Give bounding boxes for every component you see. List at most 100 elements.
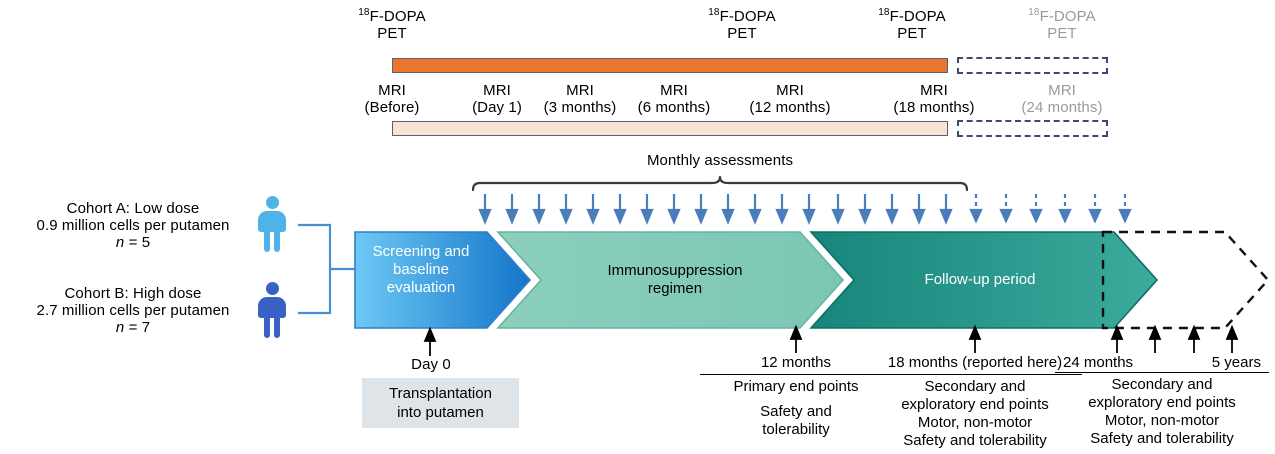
mri-label-day1: MRI (Day 1): [447, 82, 547, 116]
mri-sub-3m: (3 months): [543, 99, 617, 116]
cohort-a-line1: Cohort A: Low dose: [66, 200, 200, 217]
mri-sub-6m: (6 months): [637, 99, 711, 116]
mri-sub-day1: (Day 1): [472, 99, 522, 116]
endpoint-final-line4: Safety and tolerability: [1090, 430, 1234, 447]
endpoint-arrow-24m-b: [1148, 324, 1162, 353]
endpoint-12-months-line1: Primary end points: [733, 378, 859, 395]
phase-screening-line3: evaluation: [386, 279, 456, 296]
pet-study-bar: [392, 58, 948, 73]
phase-extension-chevron-dashed: [1101, 230, 1270, 330]
endpoint-12-months-line3: tolerability: [762, 421, 830, 438]
endpoint-18-months-line4: Safety and tolerability: [903, 432, 1047, 449]
mri-extension-bar-dashed: [957, 120, 1108, 137]
mri-title-6m: MRI: [660, 82, 688, 99]
day-zero-label: Day 0: [411, 356, 451, 373]
monthly-assessments-label: Monthly assessments: [646, 152, 794, 169]
monthly-assessment-arrows: [478, 194, 953, 225]
cohort-connector: [298, 223, 355, 315]
endpoint-arrow-18m: [968, 324, 982, 353]
endpoint-18-months-rule: [868, 374, 1082, 375]
cohort-b-n-prefix: n: [115, 319, 125, 336]
mri-sub-24m: (24 months): [1021, 99, 1103, 116]
endpoint-arrow-12m: [789, 324, 803, 353]
mri-study-bar: [392, 121, 948, 136]
pet-extension-bar-dashed: [957, 57, 1108, 74]
endpoint-arrows: [789, 324, 1239, 353]
pet-sup-12m: 18: [708, 7, 720, 18]
pet-sup-18m: 18: [878, 7, 890, 18]
monthly-assessment-arrows-projected: [969, 194, 1132, 224]
mri-label-12m: MRI (12 months): [730, 82, 850, 116]
phase-immuno-line1: Immunosuppression: [607, 262, 743, 279]
pet-label-18m: 18F-DOPA PET: [852, 7, 972, 43]
cohort-b-line1: Cohort B: High dose: [64, 285, 202, 302]
cohort-a-n-value: = 5: [128, 234, 151, 251]
day0-arrow: [423, 326, 437, 356]
monthly-assessments-bracket: [471, 175, 969, 192]
cohort-a-n-prefix: n: [115, 234, 125, 251]
endpoint-5-years-header: 5 years: [1211, 354, 1261, 371]
mri-title-12m: MRI: [776, 82, 804, 99]
endpoint-18-months-line1: Secondary and: [924, 378, 1026, 395]
phase-followup-label: Follow-up period: [860, 271, 1100, 289]
cohort-a-label: Cohort A: Low dose 0.9 million cells per…: [8, 200, 258, 251]
endpoint-12-months: 12 months Primary end points Safety and …: [700, 354, 892, 439]
pet-sub-18m: PET: [897, 25, 927, 42]
pet-label-24m: 18F-DOPA PET: [1002, 7, 1122, 43]
mri-sub-18m: (18 months): [893, 99, 975, 116]
pet-label-12m: 18F-DOPA PET: [682, 7, 802, 43]
mri-label-3m: MRI (3 months): [525, 82, 635, 116]
mri-label-18m: MRI (18 months): [874, 82, 994, 116]
phase-screening-label: Screening and baseline evaluation: [356, 243, 486, 297]
endpoint-18-months-line2: exploratory end points: [901, 396, 1049, 413]
endpoint-final-headers: 24 months 5 years: [1055, 354, 1269, 372]
pet-label-baseline: 18F-DOPA PET: [332, 7, 452, 43]
mri-sub-12m: (12 months): [749, 99, 831, 116]
endpoint-12-months-rule: [700, 374, 892, 375]
phase-immuno-label: Immunosuppression regimen: [560, 262, 790, 298]
pet-main-12m: F-DOPA: [719, 8, 776, 25]
endpoint-final-rule: [1055, 372, 1269, 373]
endpoint-24-months-header: 24 months: [1063, 354, 1134, 371]
pet-sup-baseline: 18: [358, 7, 370, 18]
phase-screening-line1: Screening and: [372, 243, 470, 260]
endpoint-24-months-5-years: 24 months 5 years Secondary and explorat…: [1055, 354, 1269, 448]
mri-sub-before: (Before): [364, 99, 420, 116]
endpoint-12-months-header: 12 months: [760, 354, 832, 371]
mri-title-3m: MRI: [566, 82, 594, 99]
pet-main-24m: F-DOPA: [1039, 8, 1096, 25]
cohort-b-line2: 2.7 million cells per putamen: [36, 302, 230, 319]
endpoint-arrow-5y-b: [1225, 324, 1239, 353]
cohort-a-line2: 0.9 million cells per putamen: [36, 217, 230, 234]
cohort-b-label: Cohort B: High dose 2.7 million cells pe…: [8, 285, 258, 336]
pet-main-18m: F-DOPA: [889, 8, 946, 25]
endpoint-18-months-line3: Motor, non-motor: [917, 414, 1033, 431]
phase-screening-line2: baseline: [393, 261, 449, 278]
endpoint-12-months-line2: Safety and: [760, 403, 832, 420]
transplantation-line1: Transplantation: [389, 385, 492, 402]
phase-followup-line1: Follow-up period: [924, 271, 1036, 288]
cohort-b-n-value: = 7: [128, 319, 151, 336]
endpoint-final-line3: Motor, non-motor: [1104, 412, 1220, 429]
endpoint-final-line2: exploratory end points: [1088, 394, 1236, 411]
endpoint-final-line1: Secondary and: [1111, 376, 1213, 393]
endpoint-arrow-24m-a: [1110, 324, 1124, 353]
pet-sub-baseline: PET: [377, 25, 407, 42]
pet-main-baseline: F-DOPA: [369, 8, 426, 25]
endpoint-18-months-header: 18 months (reported here): [887, 354, 1063, 371]
pet-sup-24m: 18: [1028, 7, 1040, 18]
mri-title-24m: MRI: [1048, 82, 1076, 99]
mri-title-before: MRI: [378, 82, 406, 99]
mri-title-day1: MRI: [483, 82, 511, 99]
mri-label-24m: MRI (24 months): [1002, 82, 1122, 116]
cohort-a-person-icon: [255, 196, 289, 252]
endpoint-18-months: 18 months (reported here) Secondary and …: [868, 354, 1082, 450]
phase-immuno-line2: regimen: [647, 280, 703, 297]
endpoint-arrow-5y-a: [1187, 324, 1201, 353]
mri-label-before: MRI (Before): [342, 82, 442, 116]
transplantation-box: Transplantation into putamen: [362, 378, 519, 428]
pet-sub-12m: PET: [727, 25, 757, 42]
mri-title-18m: MRI: [920, 82, 948, 99]
transplantation-line2: into putamen: [397, 404, 484, 421]
